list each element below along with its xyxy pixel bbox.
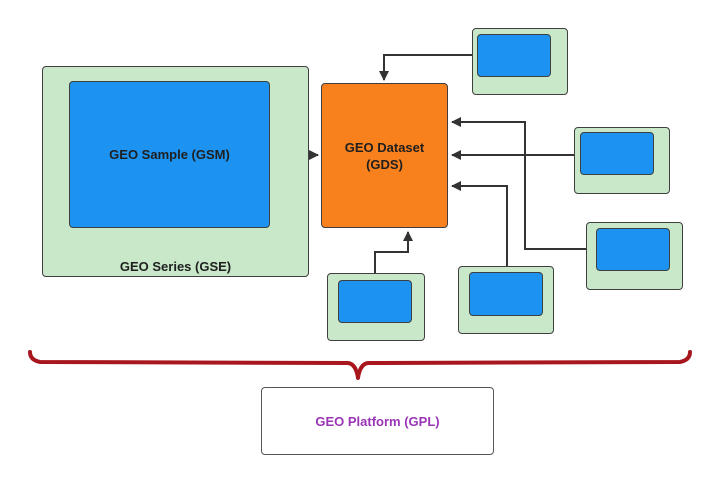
sample-box-right-1	[580, 132, 654, 175]
sample-box-bottom-left	[338, 280, 412, 323]
platform-bracket	[28, 350, 692, 380]
dataset-label-line2: (GDS)	[366, 157, 403, 172]
dataset-box	[321, 83, 448, 228]
arrow-top-sample-to-gds	[379, 54, 472, 81]
arrow-bottom-left-sample-to-gds	[374, 231, 413, 273]
sample-label: GEO Sample (GSM)	[109, 147, 230, 162]
arrow-right-sample-2-to-gds	[451, 117, 586, 250]
series-label: GEO Series (GSE)	[119, 259, 232, 274]
sample-box	[69, 81, 270, 228]
platform-label: GEO Platform (GPL)	[315, 414, 440, 429]
arrow-bottom-right-sample-to-gds	[451, 181, 508, 266]
sample-box-top	[477, 34, 551, 77]
sample-box-right-2	[596, 228, 670, 271]
platform-box	[261, 387, 494, 455]
dataset-label-line1: GEO Dataset	[344, 140, 425, 155]
sample-box-bottom-right	[469, 272, 543, 316]
